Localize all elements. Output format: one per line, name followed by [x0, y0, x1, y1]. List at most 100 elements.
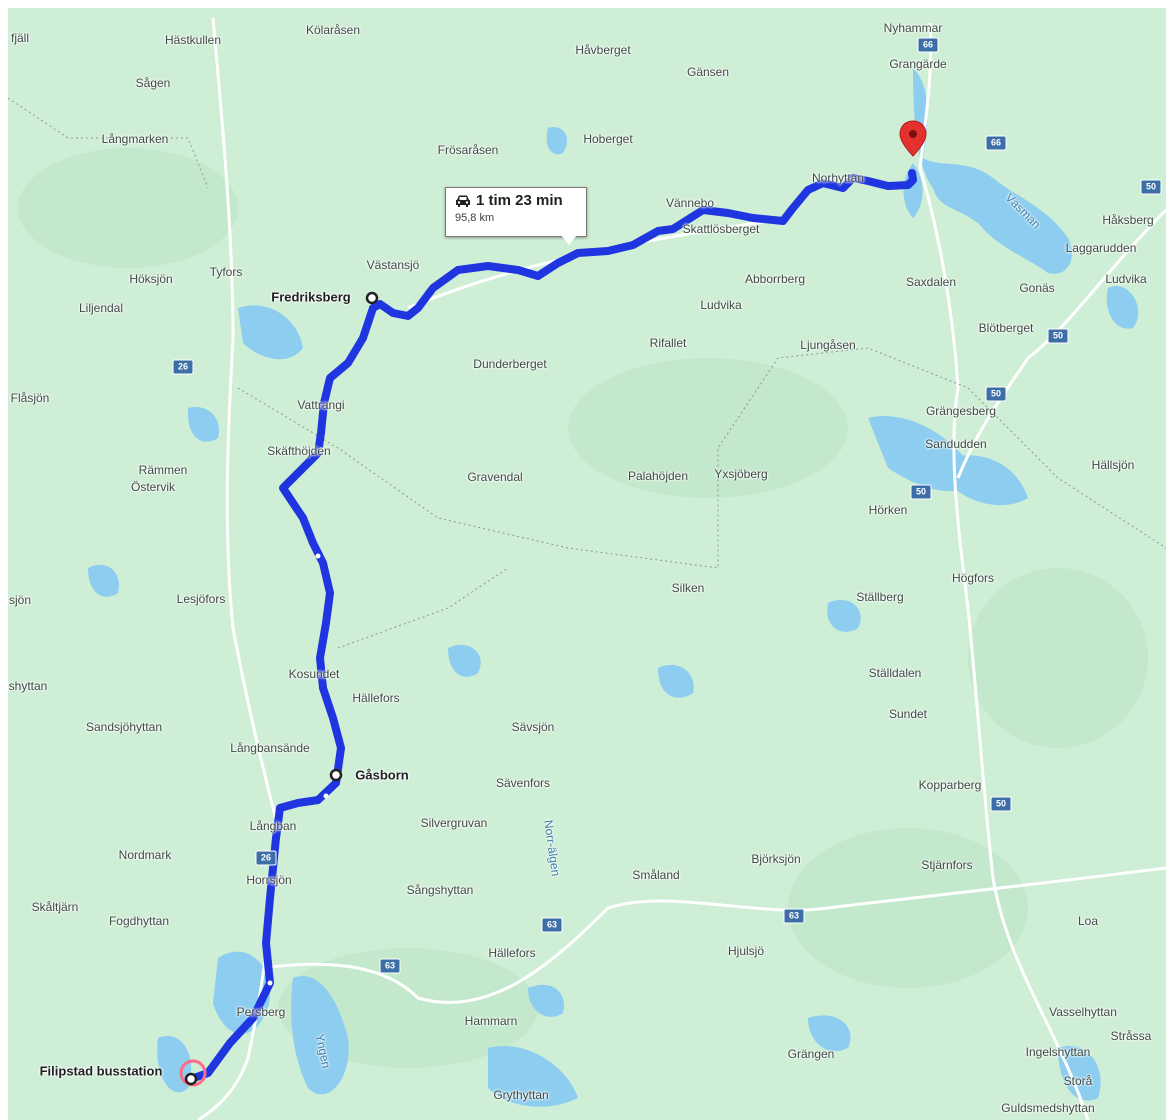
place-label: Storå — [1063, 1074, 1093, 1088]
place-label: Ljungåsen — [800, 338, 856, 352]
destination-pin-icon — [899, 120, 927, 157]
place-label: Nyhammar — [883, 21, 943, 35]
road-shield: 66 — [917, 37, 939, 53]
waypoint-circle-icon — [365, 291, 379, 305]
place-label: fjäll — [10, 31, 30, 45]
place-label: Yxsjöberg — [714, 467, 768, 481]
road-shield: 66 — [985, 135, 1007, 151]
road-shield: 63 — [379, 958, 401, 974]
place-label: Rämmen — [138, 463, 188, 477]
place-label: Ingelshyttan — [1025, 1045, 1091, 1059]
place-label: Ställberg — [856, 590, 904, 604]
place-label: Silken — [671, 581, 705, 595]
place-label: Björksjön — [751, 852, 801, 866]
place-label: Hoberget — [583, 132, 633, 146]
place-label: Gonäs — [1019, 281, 1055, 295]
map-canvas[interactable]: fjäll Hästkullen Kölaråsen Håvberget Gän… — [8, 8, 1166, 1120]
place-label: Norhyttan — [811, 171, 865, 185]
waypoint-label[interactable]: Fredriksberg — [271, 289, 351, 305]
place-label: Guldsmedshyttan — [1001, 1101, 1095, 1115]
place-label: Blötberget — [978, 321, 1034, 335]
place-label: Skåltjärn — [31, 900, 79, 914]
place-label: Hjulsjö — [727, 944, 765, 958]
place-label: Ludvika — [1105, 272, 1147, 286]
place-label: Laggarudden — [1065, 241, 1137, 255]
route-callout-pointer — [561, 235, 577, 245]
place-label: Kosundet — [288, 667, 340, 681]
place-label: Kopparberg — [918, 778, 982, 792]
place-label: Skattlösberget — [682, 222, 760, 236]
road-shield: 26 — [172, 359, 194, 375]
roads — [197, 17, 1166, 1120]
place-label: Långmarken — [101, 132, 169, 146]
place-label: Grängesberg — [925, 404, 997, 418]
place-label: Högfors — [951, 571, 995, 585]
start-label[interactable]: Filipstad busstation — [39, 1063, 163, 1079]
place-label: Hällsjön — [1091, 458, 1135, 472]
place-label: Flåsjön — [10, 391, 50, 405]
place-label: Grängen — [787, 1047, 835, 1061]
road-shield: 50 — [990, 796, 1012, 812]
place-label: Sandudden — [925, 437, 987, 451]
place-label: Sävsjön — [511, 720, 555, 734]
place-label: Fogdhyttan — [108, 914, 170, 928]
place-label: Frösaråsen — [437, 143, 499, 157]
place-label: Hällefors — [352, 691, 400, 705]
place-label: Palahöjden — [627, 469, 689, 483]
place-label: Silvergruvan — [420, 816, 488, 830]
forest-patches — [18, 148, 1148, 1068]
route-duration: 1 tim 23 min — [476, 192, 563, 209]
place-label: Grangärde — [889, 57, 947, 71]
place-label: Västansjö — [366, 258, 420, 272]
place-label: Abborrberg — [744, 272, 806, 286]
place-label: Stjärnfors — [921, 858, 973, 872]
start-circle-icon — [179, 1059, 207, 1087]
place-label: Nordmark — [118, 848, 172, 862]
place-label: Småland — [632, 868, 680, 882]
place-label: Gänsen — [686, 65, 730, 79]
place-label: Horrsjön — [246, 873, 292, 887]
place-label: Långbansände — [230, 741, 310, 755]
place-label: Hällefors — [488, 946, 536, 960]
place-label: Sävenfors — [495, 776, 551, 790]
lakes — [88, 68, 1139, 1107]
road-shield: 50 — [1140, 179, 1162, 195]
place-label: Rifallet — [649, 336, 687, 350]
route-line — [187, 169, 917, 1083]
place-label: Liljendal — [78, 301, 124, 315]
place-label: Dunderberget — [473, 357, 547, 371]
waypoint-label[interactable]: Gåsborn — [355, 767, 409, 783]
place-label: Sundet — [888, 707, 928, 721]
place-label: Stråssa — [1110, 1029, 1152, 1043]
place-label: Hammarn — [464, 1014, 518, 1028]
place-label: Sångshyttan — [406, 883, 474, 897]
place-label: Håvberget — [575, 43, 631, 57]
road-shield: 26 — [255, 850, 277, 866]
place-label: Gravendal — [467, 470, 523, 484]
place-label: Hästkullen — [164, 33, 222, 47]
place-label: Vasselhyttan — [1049, 1005, 1117, 1019]
place-label: Hörken — [868, 503, 908, 517]
place-label: Sågen — [135, 76, 171, 90]
place-label: Vattrangi — [297, 398, 345, 412]
place-label: Skäfthöjden — [267, 444, 331, 458]
place-label: Långban — [249, 819, 297, 833]
place-label: Lesjöfors — [176, 592, 226, 606]
place-label: Ställdalen — [868, 666, 922, 680]
road-shield: 50 — [910, 484, 932, 500]
place-label: Ludvika — [700, 298, 742, 312]
place-label: Kölaråsen — [305, 23, 361, 37]
map-base — [8, 17, 1166, 1120]
route-summary-callout[interactable]: 1 tim 23 min 95,8 km — [445, 187, 587, 237]
boundaries — [8, 97, 1166, 649]
place-label: Tyfors — [209, 265, 243, 279]
place-label: sjön — [8, 593, 32, 607]
place-label: Höksjön — [129, 272, 173, 286]
place-label: Persberg — [236, 1005, 286, 1019]
place-label: Loa — [1077, 914, 1099, 928]
place-label: shyttan — [8, 679, 48, 693]
place-label: Grythyttan — [493, 1088, 549, 1102]
car-icon — [456, 195, 470, 207]
place-label: Vännebo — [665, 196, 715, 210]
place-label: Östervik — [130, 480, 176, 494]
